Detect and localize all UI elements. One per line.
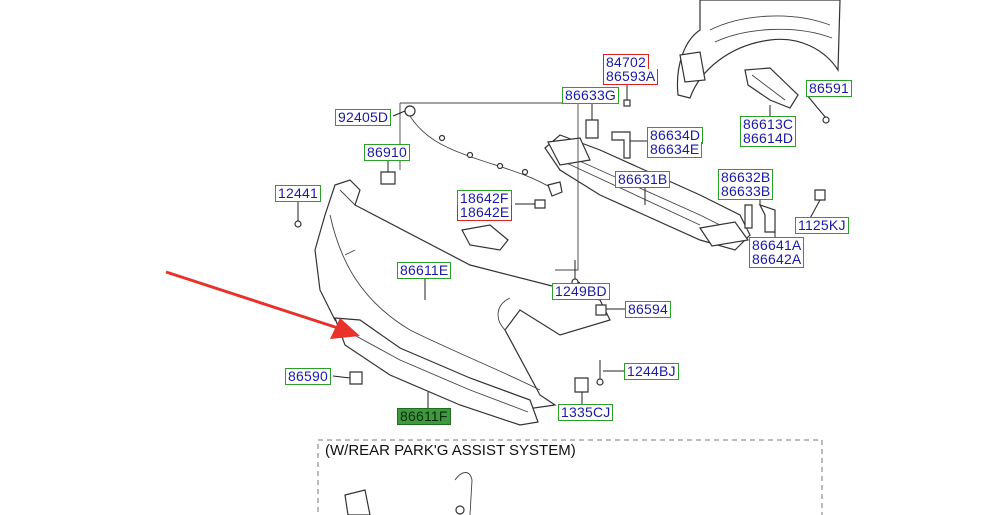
part-label-1244bj[interactable]: 1244BJ [624,363,679,380]
part-label-84702[interactable]: 84702 [603,54,649,71]
part-label-86633b[interactable]: 86633B [718,184,774,200]
quarter-panel-drawing [676,0,841,99]
part-label-1249bd[interactable]: 1249BD [552,283,610,300]
optional-system-box [317,439,823,515]
part-label-86611f-highlighted[interactable]: 86611F [397,408,451,425]
optional-system-note: (W/REAR PARK'G ASSIST SYSTEM) [325,442,576,459]
side-bracket-drawing [744,67,799,118]
part-label-86634d[interactable]: 86634D [647,127,704,144]
part-label-1125kj[interactable]: 1125KJ [795,217,849,234]
part-label-18642e[interactable]: 18642E [457,205,513,221]
part-label-86593a[interactable]: 86593A [603,69,659,85]
screw-12441-drawing [294,200,302,228]
part-label-86614d[interactable]: 86614D [740,131,797,147]
sensor-drawings [344,472,473,515]
harness-frame [399,102,579,271]
back-beam-drawing [544,134,751,251]
part-label-86594[interactable]: 86594 [625,301,671,318]
stay-drawing [611,131,776,233]
part-label-86632b[interactable]: 86632B [718,169,774,186]
part-label-86613c[interactable]: 86613C [740,116,797,133]
part-label-18642f[interactable]: 18642F [457,190,512,207]
lower-skirt-drawing [334,317,539,426]
screw-86591-drawing [805,93,830,124]
part-label-92405d[interactable]: 92405D [335,109,392,126]
part-label-1335cj[interactable]: 1335CJ [558,404,614,421]
part-label-86590[interactable]: 86590 [285,368,331,385]
part-label-86634e[interactable]: 86634E [647,142,703,158]
red-arrow-icon [165,270,360,339]
part-label-12441[interactable]: 12441 [275,185,321,202]
part-label-86642a[interactable]: 86642A [749,252,805,268]
part-label-86910[interactable]: 86910 [364,144,410,161]
part-label-86591[interactable]: 86591 [806,80,852,97]
clip-drawing [585,82,631,139]
part-label-86631b[interactable]: 86631B [615,171,671,188]
part-label-86633g[interactable]: 86633G [562,87,620,104]
nut-86910-drawing [380,160,396,185]
part-label-86611e[interactable]: 86611E [397,262,452,279]
